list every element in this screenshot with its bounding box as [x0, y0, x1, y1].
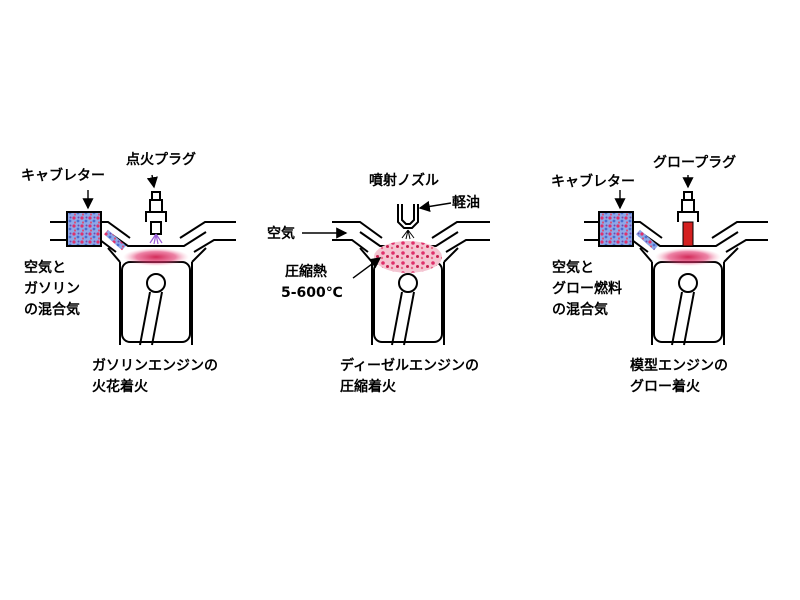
mixture-label-line3: の混合気: [552, 302, 608, 318]
fuel-arrow: [418, 200, 452, 212]
caption-line1: ガソリンエンジンの: [92, 358, 218, 374]
caption-line2: グロー着火: [630, 379, 700, 395]
mixture-flow: [636, 229, 658, 251]
plug-arrow: [146, 174, 158, 189]
diesel-fuel-label: 軽油: [452, 195, 480, 211]
caption-line1: 模型エンジンの: [630, 358, 728, 374]
spark-plug: [145, 191, 167, 222]
exhaust-port: [711, 221, 768, 253]
intake-port: [332, 221, 383, 253]
mixture-flow: [104, 229, 126, 251]
glow-plug: [677, 191, 699, 222]
carburetor: [598, 211, 634, 247]
spray-icon: [401, 229, 415, 240]
caption-line2: 圧縮着火: [340, 379, 396, 395]
diesel-engine-drawing: [332, 204, 490, 346]
heat-arrow: [352, 257, 382, 279]
combustion-chamber-mixture: [655, 248, 721, 266]
combustion-chamber-mixture: [123, 248, 189, 266]
carburetor: [66, 211, 102, 247]
piston-pin: [678, 273, 698, 293]
compression-heat-label: 圧縮熱: [285, 264, 327, 280]
mixture-label-line3: の混合気: [24, 302, 80, 318]
compressed-air-charge: [374, 241, 442, 273]
mixture-label-line2: ガソリン: [24, 281, 80, 297]
injection-nozzle: [397, 204, 419, 229]
caption-line2: 火花着火: [92, 379, 148, 395]
carburetor-label: キャブレター: [551, 174, 635, 190]
connecting-rod: [671, 291, 695, 346]
injection-nozzle-label: 噴射ノズル: [369, 173, 439, 189]
carburetor-label: キャブレター: [21, 168, 105, 184]
spark-icon: [149, 233, 163, 245]
spark-plug-label: 点火プラグ: [126, 152, 196, 168]
temperature-label: 5-600℃: [281, 285, 343, 301]
glow-plug-label: グロープラグ: [653, 155, 737, 171]
connecting-rod: [391, 291, 415, 346]
piston-pin: [398, 273, 418, 293]
exhaust-port: [431, 221, 490, 253]
exhaust-port: [179, 221, 236, 253]
mixture-label-line2: グロー燃料: [552, 281, 622, 297]
caption-line1: ディーゼルエンジンの: [340, 358, 480, 374]
piston-pin: [146, 273, 166, 293]
mixture-label-line1: 空気と: [24, 260, 66, 276]
connecting-rod: [139, 291, 163, 346]
model-engine-drawing: [584, 191, 768, 346]
mixture-label-line1: 空気と: [552, 260, 594, 276]
air-label: 空気: [267, 226, 295, 242]
gasoline-engine-drawing: [50, 191, 236, 346]
glow-element: [682, 221, 694, 247]
